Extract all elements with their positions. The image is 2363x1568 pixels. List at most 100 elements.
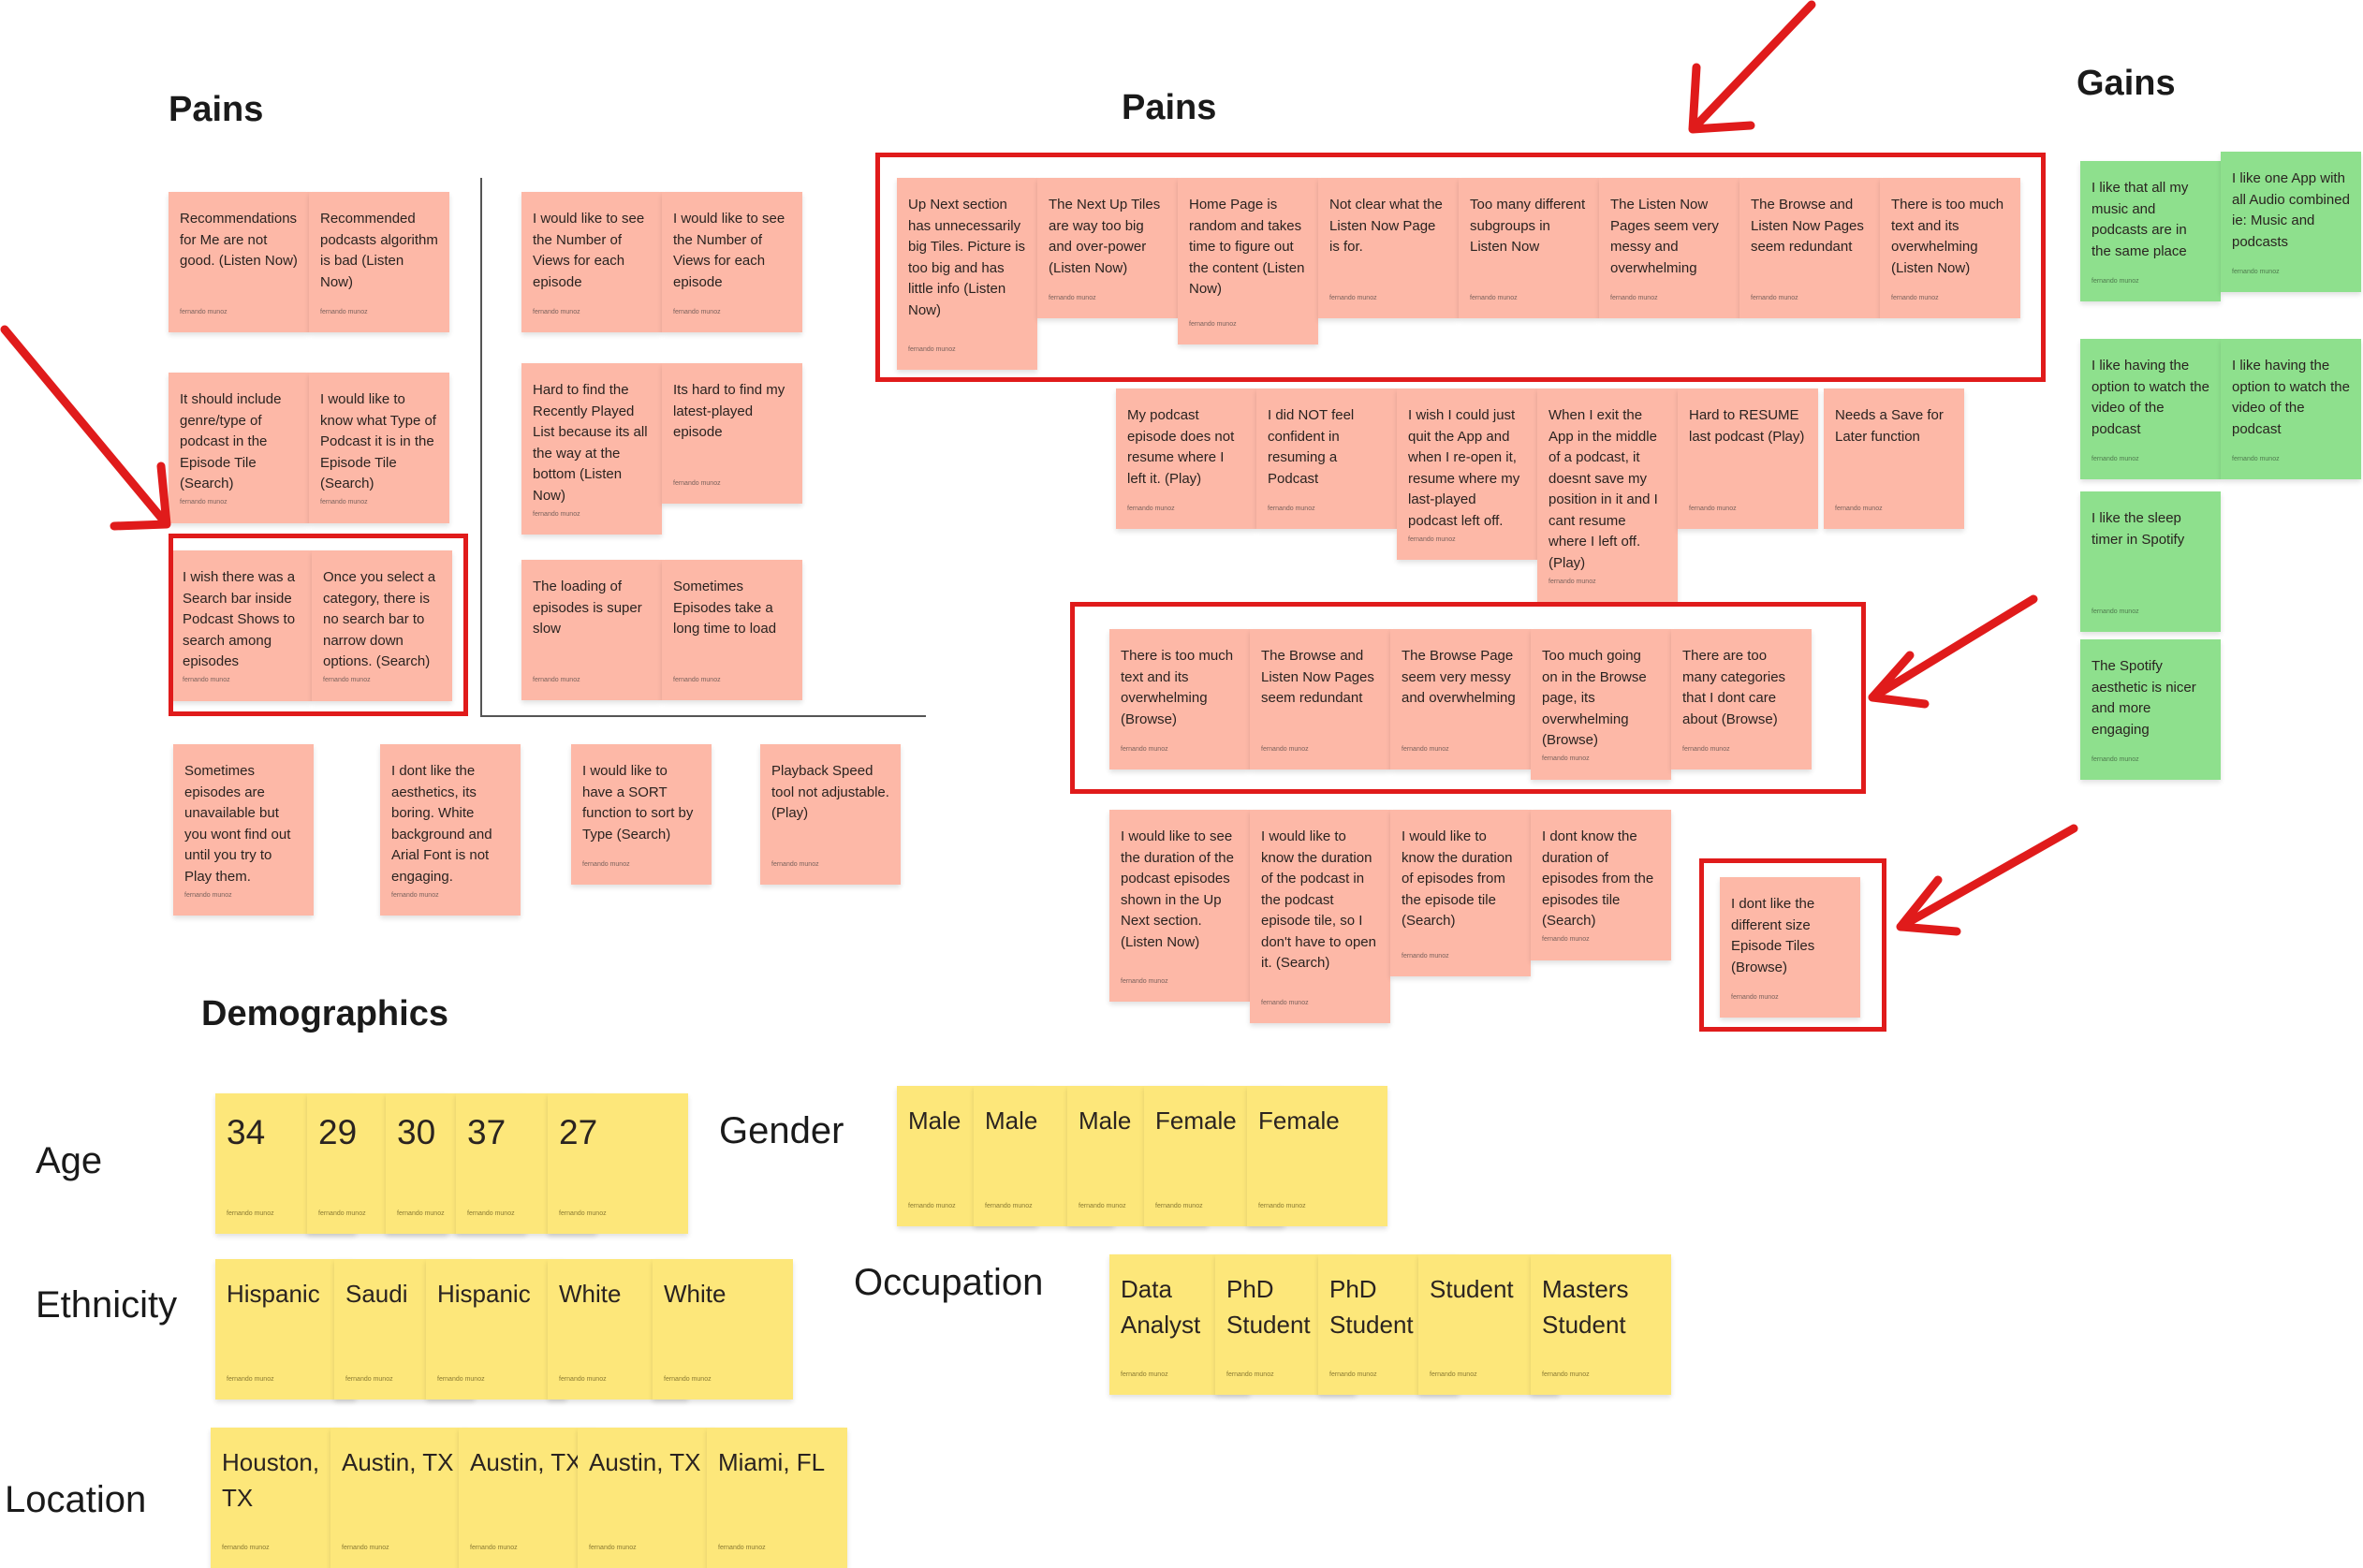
- occupation-value: PhD Student: [1226, 1275, 1311, 1339]
- note-text: I dont like the different size Episode T…: [1731, 896, 1815, 975]
- gains-heading: Gains: [2077, 64, 2176, 103]
- note-author: fernando munoz: [1548, 578, 1596, 585]
- sticky-note[interactable]: There is too much text and its overwhelm…: [1880, 178, 2020, 318]
- sticky-note[interactable]: The Next Up Tiles are way too big and ov…: [1037, 178, 1178, 318]
- sticky-note[interactable]: Once you select a category, there is no …: [312, 550, 452, 701]
- sticky-note[interactable]: I like having the option to watch the vi…: [2221, 339, 2361, 479]
- sticky-note[interactable]: Up Next section has unnecessarily big Ti…: [897, 178, 1037, 370]
- sticky-note[interactable]: I dont like the different size Episode T…: [1720, 877, 1860, 1018]
- sticky-note[interactable]: I would like to know the duration of the…: [1250, 810, 1390, 1023]
- highlight-box: [875, 153, 2046, 382]
- sticky-note[interactable]: There is too much text and its overwhelm…: [1109, 629, 1250, 769]
- note-author: fernando munoz: [1127, 505, 1175, 512]
- sticky-note[interactable]: Home Page is random and takes time to fi…: [1178, 178, 1318, 344]
- sticky-note[interactable]: I like having the option to watch the vi…: [2080, 339, 2221, 479]
- note-author: fernando munoz: [1731, 993, 1779, 1001]
- sticky-note[interactable]: Hard to RESUME last podcast (Play)fernan…: [1678, 388, 1818, 529]
- sticky-note[interactable]: I dont know the duration of episodes fro…: [1531, 810, 1671, 960]
- sticky-note[interactable]: The Spotify aesthetic is nicer and more …: [2080, 639, 2221, 780]
- sticky-note[interactable]: I would like to know the duration of epi…: [1390, 810, 1531, 976]
- note-author: fernando munoz: [673, 479, 721, 487]
- sticky-note[interactable]: The Browse and Listen Now Pages seem red…: [1250, 629, 1390, 769]
- sticky-note[interactable]: I would like to see the Number of Views …: [662, 192, 802, 332]
- sticky-note[interactable]: It should include genre/type of podcast …: [169, 373, 309, 523]
- sticky-note[interactable]: There are too many categories that I don…: [1671, 629, 1812, 769]
- note-text: I dont like the aesthetics, its boring. …: [391, 763, 492, 885]
- note-text: I dont know the duration of episodes fro…: [1542, 828, 1654, 929]
- note-text: I like one App with all Audio combined i…: [2232, 170, 2350, 250]
- note-author: fernando munoz: [397, 1209, 445, 1217]
- sticky-note[interactable]: The Browse Page seem very messy and over…: [1390, 629, 1531, 769]
- sticky-note[interactable]: Recommended podcasts algorithm is bad (L…: [309, 192, 449, 332]
- sticky-note[interactable]: Too many different subgroups in Listen N…: [1459, 178, 1599, 318]
- sticky-note[interactable]: Playback Speed tool not adjustable. (Pla…: [760, 744, 901, 885]
- note-text: The Next Up Tiles are way too big and ov…: [1049, 197, 1161, 276]
- note-author: fernando munoz: [985, 1202, 1033, 1209]
- sticky-note[interactable]: I wish there was a Search bar inside Pod…: [171, 550, 312, 701]
- sticky-note[interactable]: I like one App with all Audio combined i…: [2221, 152, 2361, 292]
- sticky-note[interactable]: I would like to have a SORT function to …: [571, 744, 712, 885]
- note-author: fernando munoz: [1891, 294, 1939, 301]
- note-author: fernando munoz: [320, 499, 368, 506]
- note-author: fernando munoz: [437, 1375, 485, 1383]
- note-author: fernando munoz: [908, 345, 956, 353]
- note-text: Recommendations for Me are not good. (Li…: [180, 211, 298, 269]
- location-value: Austin, TX: [589, 1448, 701, 1476]
- note-text: Not clear what the Listen Now Page is fo…: [1329, 197, 1443, 255]
- sticky-note[interactable]: Sometimes Episodes take a long time to l…: [662, 560, 802, 700]
- sticky-note[interactable]: I did NOT feel confident in resuming a P…: [1256, 388, 1397, 529]
- sticky-note[interactable]: I would like to see the Number of Views …: [521, 192, 662, 332]
- vertical-divider: [480, 178, 482, 716]
- note-author: fernando munoz: [589, 1544, 637, 1551]
- location-value: Houston, TX: [222, 1448, 320, 1512]
- note-author: fernando munoz: [318, 1209, 366, 1217]
- sticky-note[interactable]: I would like to see the duration of the …: [1109, 810, 1250, 1002]
- sticky-note[interactable]: The Listen Now Pages seem very messy and…: [1599, 178, 1739, 318]
- note-author: fernando munoz: [1121, 745, 1168, 753]
- sticky-note[interactable]: Too much going on in the Browse page, it…: [1531, 629, 1671, 780]
- sticky-note[interactable]: Hard to find the Recently Played List be…: [521, 363, 662, 535]
- sticky-note[interactable]: Not clear what the Listen Now Page is fo…: [1318, 178, 1459, 318]
- sticky-note[interactable]: My podcast episode does not resume where…: [1116, 388, 1256, 529]
- highlight-box: [1699, 858, 1886, 1032]
- sticky-note[interactable]: I like that all my music and podcasts ar…: [2080, 161, 2221, 301]
- sticky-note[interactable]: I wish I could just quit the App and whe…: [1397, 388, 1537, 560]
- sticky-note[interactable]: Its hard to find my latest-played episod…: [662, 363, 802, 504]
- sticky-note[interactable]: The Browse and Listen Now Pages seem red…: [1739, 178, 1880, 318]
- occupation-value: Data Analyst: [1121, 1275, 1201, 1339]
- note-text: Home Page is random and takes time to fi…: [1189, 197, 1305, 297]
- demographics-heading: Demographics: [201, 994, 448, 1033]
- sticky-note[interactable]: Recommendations for Me are not good. (Li…: [169, 192, 309, 332]
- note-author: fernando munoz: [183, 677, 230, 683]
- gender-value: Male: [1079, 1106, 1132, 1135]
- sticky-note[interactable]: I would like to know what Type of Podcas…: [309, 373, 449, 523]
- gender-value: Male: [908, 1106, 961, 1135]
- sticky-note[interactable]: Sometimes episodes are unavailable but y…: [173, 744, 314, 916]
- note-author: fernando munoz: [320, 308, 368, 315]
- note-text: I would like to have a SORT function to …: [582, 763, 694, 843]
- location-value: Austin, TX: [342, 1448, 454, 1476]
- horizontal-divider: [480, 715, 926, 717]
- arrow-icon: [0, 325, 171, 531]
- note-text: I like that all my music and podcasts ar…: [2091, 180, 2189, 259]
- note-author: fernando munoz: [1402, 745, 1449, 753]
- sticky-note[interactable]: I dont like the aesthetics, its boring. …: [380, 744, 521, 916]
- ethnicity-value: White: [664, 1280, 727, 1308]
- location-note[interactable]: Austin, TX fernando munoz: [578, 1428, 718, 1568]
- sticky-note[interactable]: When I exit the App in the middle of a p…: [1537, 388, 1678, 602]
